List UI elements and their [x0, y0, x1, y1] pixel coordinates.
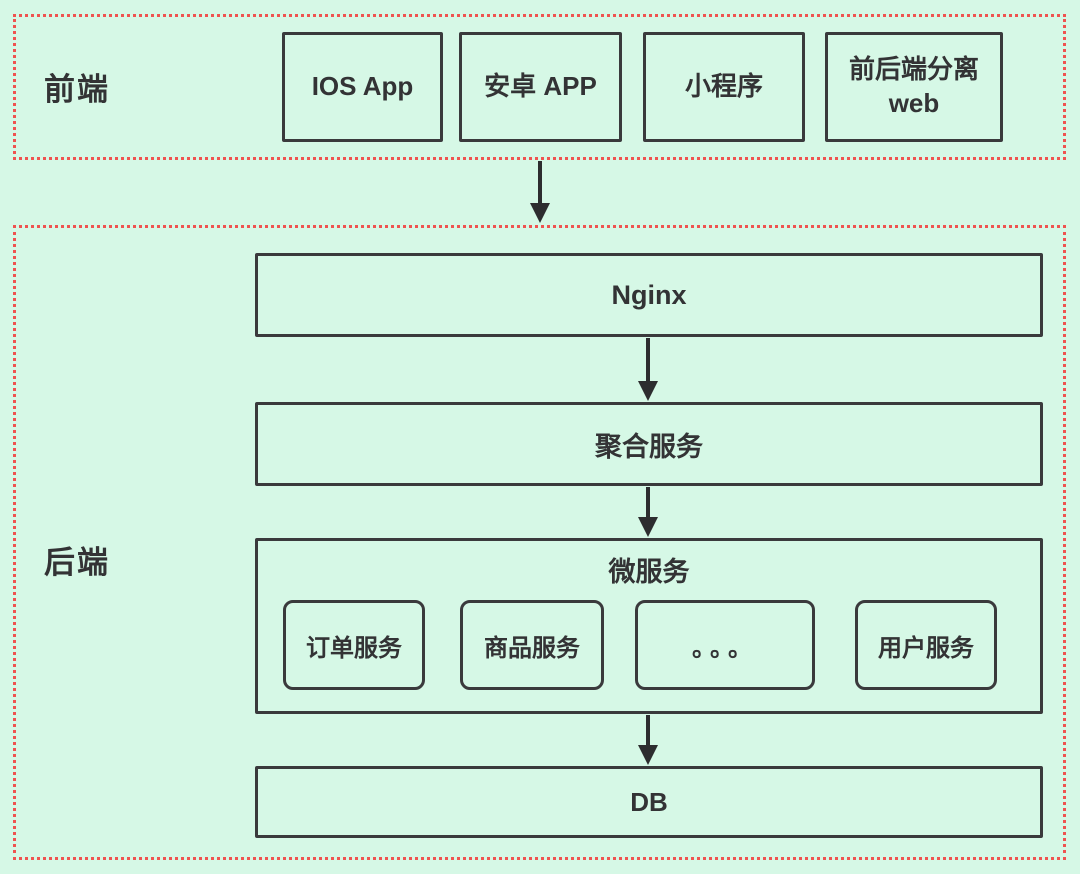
order-service-label: 订单服务 — [306, 634, 402, 662]
mini-program-label: 小程序 — [684, 71, 763, 102]
frontend-box-separated-web: 前后端分离 web — [825, 32, 1003, 142]
down-arrow-frontend-to-backend — [530, 161, 550, 223]
arrow-line — [538, 161, 542, 203]
aggregation-service-label: 聚合服务 — [595, 431, 703, 462]
user-service-label: 用户服务 — [878, 634, 974, 662]
ios-app-label: IOS App — [311, 71, 414, 102]
down-arrow-nginx-to-aggregation — [638, 338, 658, 401]
product-service-label: 商品服务 — [484, 634, 580, 662]
microservice-box-product: 商品服务 — [460, 600, 604, 690]
separated-web-label: 前后端分离 web — [848, 54, 979, 118]
microservice-box-ellipsis: 。。。 — [635, 600, 815, 690]
frontend-box-ios-app: IOS App — [282, 32, 443, 142]
nginx-label: Nginx — [611, 279, 687, 310]
arrow-head-icon — [638, 517, 658, 537]
backend-section-label: 后端 — [44, 545, 110, 580]
frontend-box-mini-program: 小程序 — [643, 32, 805, 142]
frontend-box-android-app: 安卓 APP — [459, 32, 622, 142]
down-arrow-microservices-to-db — [638, 715, 658, 765]
down-arrow-aggregation-to-microservices — [638, 487, 658, 537]
microservices-label: 微服务 — [608, 557, 690, 587]
db-box: DB — [255, 766, 1043, 838]
frontend-section — [13, 14, 1066, 160]
frontend-section-label: 前端 — [44, 72, 110, 107]
ellipsis-label: 。。。 — [692, 634, 758, 662]
arrow-head-icon — [638, 381, 658, 401]
microservice-box-order: 订单服务 — [283, 600, 425, 690]
nginx-box: Nginx — [255, 253, 1043, 337]
arrow-line — [646, 338, 650, 381]
arrow-line — [646, 715, 650, 745]
db-label: DB — [630, 786, 668, 817]
android-app-label: 安卓 APP — [484, 71, 597, 102]
aggregation-service-box: 聚合服务 — [255, 402, 1043, 486]
arrow-head-icon — [530, 203, 550, 223]
arrow-line — [646, 487, 650, 517]
microservice-box-user: 用户服务 — [855, 600, 997, 690]
arrow-head-icon — [638, 745, 658, 765]
backend-section — [13, 225, 1066, 860]
